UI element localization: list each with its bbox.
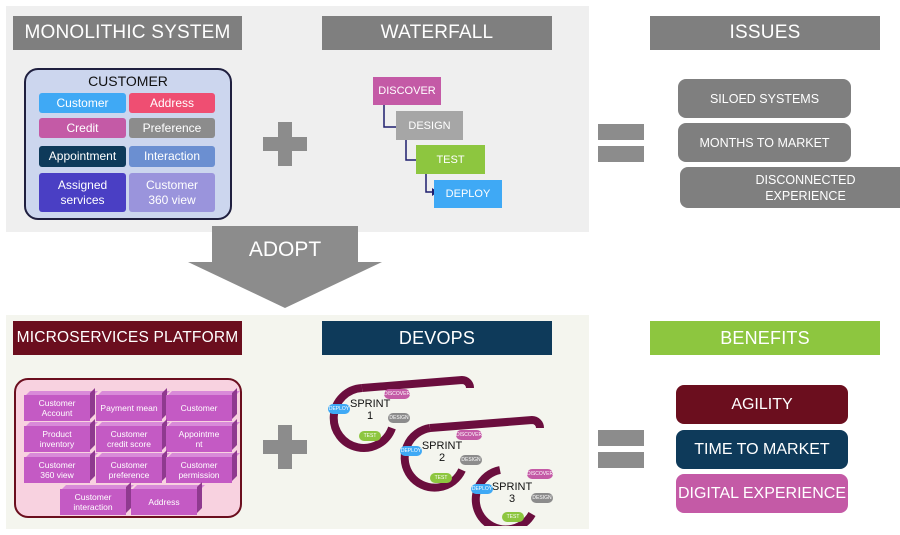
sprint-2-label: SPRINT 2 — [420, 440, 464, 464]
devops-sprint-loops — [329, 375, 544, 526]
issue-siloed-systems: SILOED SYSTEMS — [678, 79, 851, 118]
issues-header: ISSUES — [650, 16, 880, 50]
equals-icon — [598, 124, 644, 140]
waterfall-header: WATERFALL — [322, 16, 552, 50]
service-label: Customer credit score — [96, 426, 162, 452]
issue-months-to-market: MONTHS TO MARKET — [678, 123, 851, 162]
benefit-digital-experience: DIGITAL EXPERIENCE — [676, 474, 848, 513]
waterfall-step-deploy: DEPLOY — [434, 180, 502, 208]
module-preference: Preference — [129, 118, 215, 138]
customer-box-title: CUSTOMER — [88, 73, 168, 89]
module-address: Address — [129, 93, 215, 113]
adopt-label: ADOPT — [248, 238, 322, 261]
module-customer-360: Customer 360 view — [129, 173, 215, 212]
sprint-number: 2 — [438, 452, 446, 464]
service-customer-credit-score: Customer credit score — [96, 419, 170, 452]
service-customer: Customer — [166, 388, 240, 421]
service-customer-interaction: Customer interaction — [60, 482, 134, 515]
benefits-header: BENEFITS — [650, 321, 880, 355]
service-customer-permission: Customer permission — [166, 450, 240, 483]
service-label: Product inventory — [24, 426, 90, 452]
s3-deploy-tag: DEPLOY — [471, 484, 493, 494]
sprint-number: 1 — [366, 410, 374, 422]
service-customer-preference: Customer preference — [96, 450, 170, 483]
s1-test-tag: TEST — [359, 431, 381, 441]
sprint-word: SPRINT — [491, 481, 533, 493]
service-label: Payment mean — [96, 395, 162, 421]
devops-header: DEVOPS — [322, 321, 552, 355]
module-interaction: Interaction — [129, 146, 215, 167]
waterfall-step-discover: DISCOVER — [373, 77, 441, 105]
service-customer-account: Customer Account — [24, 388, 98, 421]
s3-discover-tag: DISCOVER — [526, 469, 554, 479]
sprint-3-label: SPRINT 3 — [490, 481, 534, 505]
module-assigned-services: Assigned services — [39, 173, 126, 212]
service-address: Address — [131, 482, 205, 515]
module-credit: Credit — [39, 118, 126, 138]
service-label: Customer interaction — [60, 489, 126, 515]
service-label: Customer permission — [166, 457, 232, 483]
issue-disconnected-experience: DISCONNECTED EXPERIENCE — [680, 167, 900, 208]
equals-icon-bar — [598, 146, 644, 162]
s1-deploy-tag: DEPLOY — [328, 404, 350, 414]
plus-icon-bar — [263, 137, 307, 151]
service-label: Address — [131, 489, 197, 515]
equals-icon — [598, 430, 644, 446]
sprint-word: SPRINT — [421, 440, 463, 452]
monolithic-header: MONOLITHIC SYSTEM — [13, 16, 242, 50]
s2-discover-tag: DISCOVER — [455, 430, 483, 440]
sprint-word: SPRINT — [350, 398, 391, 410]
adopt-arrow — [188, 226, 382, 308]
sprint-number: 3 — [508, 493, 516, 505]
sprint-1-label: SPRINT 1 — [350, 398, 390, 422]
equals-icon-bar — [598, 452, 644, 468]
service-label: Customer preference — [96, 457, 162, 483]
module-appointment: Appointment — [39, 146, 126, 167]
benefit-time-to-market: TIME TO MARKET — [676, 430, 848, 469]
service-label: Customer Account — [24, 395, 90, 421]
benefit-agility: AGILITY — [676, 385, 848, 424]
service-product-inventory: Product inventory — [24, 419, 98, 452]
s3-test-tag: TEST — [502, 512, 524, 522]
service-appointment: Appointme nt — [166, 419, 240, 452]
service-payment-mean: Payment mean — [96, 388, 170, 421]
microservices-header: MICROSERVICES PLATFORM — [13, 321, 242, 355]
s1-discover-tag: DISCOVER — [383, 389, 411, 399]
service-label: Customer — [166, 395, 232, 421]
service-label: Appointme nt — [166, 426, 232, 452]
s2-deploy-tag: DEPLOY — [400, 446, 422, 456]
plus-icon-bar — [263, 440, 307, 454]
module-customer: Customer — [39, 93, 126, 113]
service-label: Customer 360 view — [24, 457, 90, 483]
s1-design-tag: DESIGN — [388, 413, 410, 423]
s3-design-tag: DESIGN — [531, 493, 553, 503]
s2-test-tag: TEST — [430, 473, 452, 483]
service-customer-360-view: Customer 360 view — [24, 450, 98, 483]
s2-design-tag: DESIGN — [460, 455, 482, 465]
waterfall-step-design: DESIGN — [396, 111, 463, 140]
waterfall-step-test: TEST — [416, 145, 485, 174]
